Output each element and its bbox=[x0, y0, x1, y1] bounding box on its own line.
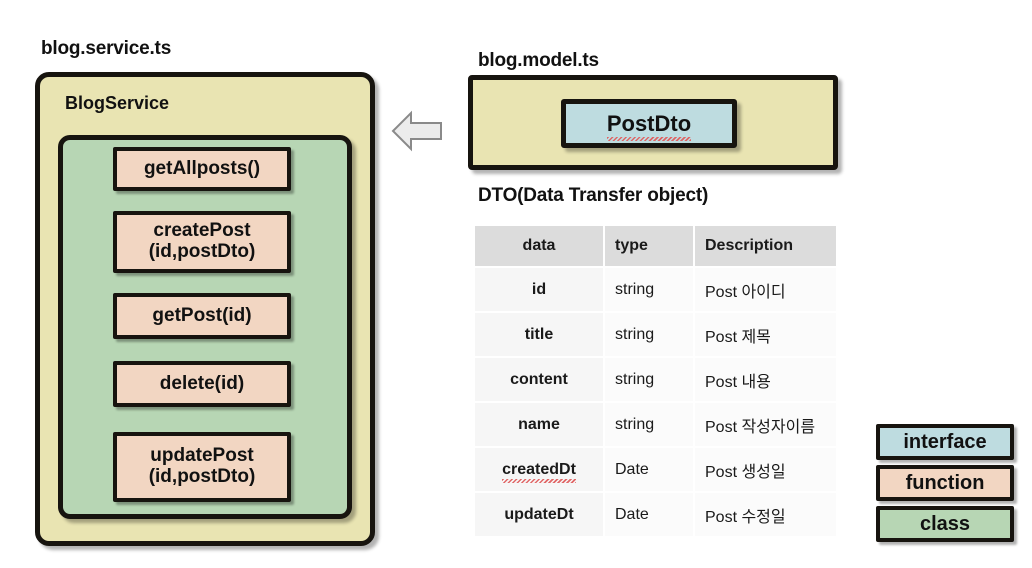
postdto-interface-box: PostDto bbox=[561, 99, 737, 148]
legend: interface function class bbox=[876, 424, 1014, 547]
cell-field-type: string bbox=[603, 266, 695, 313]
method-box: getAllposts() bbox=[113, 147, 291, 191]
method-box: delete(id) bbox=[113, 361, 291, 407]
field-name-label: createdDt bbox=[502, 460, 576, 483]
field-name-label: name bbox=[518, 415, 560, 433]
cell-field-type: string bbox=[603, 311, 695, 358]
legend-item-label: interface bbox=[903, 430, 987, 453]
cell-field-description: Post 작성자이름 bbox=[693, 401, 838, 448]
field-name-label: id bbox=[531, 280, 547, 298]
cell-field-type: string bbox=[603, 356, 695, 403]
method-label: createPost(id,postDto) bbox=[148, 220, 256, 262]
cell-field-description: Post 생성일 bbox=[693, 446, 838, 493]
arrow-left-icon bbox=[391, 108, 443, 154]
cell-field-name: createdDt bbox=[473, 446, 605, 493]
service-class-name: BlogService bbox=[65, 93, 170, 113]
method-box: updatePost(id,postDto) bbox=[113, 432, 291, 502]
method-label: getPost(id) bbox=[152, 304, 252, 326]
cell-field-type: string bbox=[603, 401, 695, 448]
service-file-label: blog.service.ts bbox=[41, 38, 172, 59]
column-header-description: Description bbox=[693, 224, 838, 268]
model-file-label: blog.model.ts bbox=[478, 50, 599, 71]
cell-field-description: Post 수정일 bbox=[693, 491, 838, 538]
postdto-label: PostDto bbox=[606, 110, 692, 141]
cell-field-description: Post 내용 bbox=[693, 356, 838, 403]
cell-field-type: Date bbox=[603, 446, 695, 493]
method-box: createPost(id,postDto) bbox=[113, 211, 291, 273]
cell-field-type: Date bbox=[603, 491, 695, 538]
table-header-row: data type Description bbox=[473, 224, 838, 268]
method-box: getPost(id) bbox=[113, 293, 291, 339]
legend-item-label: function bbox=[905, 471, 985, 494]
legend-item-label: class bbox=[919, 512, 971, 535]
field-name-label: content bbox=[510, 370, 568, 388]
cell-field-description: Post 제목 bbox=[693, 311, 838, 358]
column-header-data: data bbox=[473, 224, 605, 268]
cell-field-name: id bbox=[473, 266, 605, 313]
dto-caption: DTO(Data Transfer object) bbox=[478, 185, 709, 206]
method-label: delete(id) bbox=[159, 372, 245, 394]
cell-field-name: name bbox=[473, 401, 605, 448]
legend-item-function: function bbox=[876, 465, 1014, 501]
method-label: getAllposts() bbox=[143, 157, 261, 179]
cell-field-name: updateDt bbox=[473, 491, 605, 538]
field-name-label: updateDt bbox=[504, 505, 574, 523]
column-header-type: type bbox=[603, 224, 695, 268]
cell-field-description: Post 아이디 bbox=[693, 266, 838, 313]
cell-field-name: content bbox=[473, 356, 605, 403]
cell-field-name: title bbox=[473, 311, 605, 358]
field-name-label: title bbox=[524, 325, 554, 343]
legend-item-class: class bbox=[876, 506, 1014, 542]
method-label: updatePost(id,postDto) bbox=[148, 445, 256, 487]
legend-item-interface: interface bbox=[876, 424, 1014, 460]
